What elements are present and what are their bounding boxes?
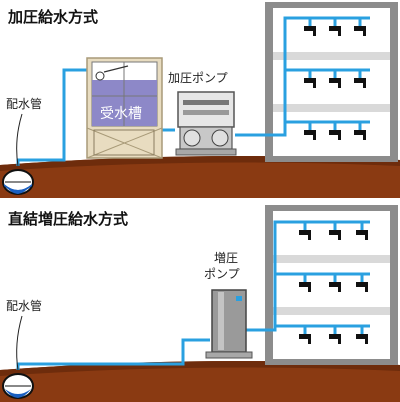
faucet-icon	[354, 78, 366, 88]
faucet-icon	[356, 282, 368, 292]
pressurized-supply-section: 受水槽 加圧ポンプ 配水管 加圧給水方式	[0, 2, 400, 198]
faucet-icon	[354, 130, 366, 140]
water-tank-label: 受水槽	[100, 106, 142, 122]
pressure-pump-icon	[175, 91, 237, 156]
faucet-icon	[356, 230, 368, 240]
water-main-icon	[2, 373, 34, 399]
main-pipe-leader-top	[16, 113, 23, 167]
ground-bottom	[0, 361, 400, 402]
faucet-icon	[356, 334, 368, 344]
faucets-top	[304, 26, 366, 140]
faucet-icon	[329, 130, 341, 140]
booster-pump-label-line2: ポンプ	[204, 267, 240, 281]
faucet-icon	[299, 230, 311, 240]
water-main-icon	[2, 169, 34, 195]
main-pipe-label-bottom: 配水管	[6, 298, 42, 313]
faucet-icon	[304, 130, 316, 140]
booster-pump-label-line1: 増圧	[214, 251, 238, 265]
main-pipe-label-top: 配水管	[6, 96, 42, 111]
ground-top	[0, 156, 400, 198]
section-title-bottom: 直結増圧給水方式	[8, 210, 128, 228]
faucet-icon	[329, 78, 341, 88]
faucet-icon	[299, 282, 311, 292]
main-pipe-leader-bottom	[16, 315, 23, 371]
faucet-icon	[329, 282, 341, 292]
section-title-top: 加圧給水方式	[7, 8, 98, 26]
faucets-bottom	[299, 230, 368, 344]
direct-booster-section: 増圧 ポンプ 配水管 直結増圧給水方式	[0, 205, 400, 402]
water-tank-icon	[86, 57, 163, 159]
faucet-icon	[329, 230, 341, 240]
faucet-icon	[354, 26, 366, 36]
faucet-icon	[299, 334, 311, 344]
faucet-icon	[329, 334, 341, 344]
faucet-icon	[329, 26, 341, 36]
booster-pump-icon	[205, 289, 253, 359]
building-top	[265, 2, 398, 162]
pressure-pump-label: 加圧ポンプ	[168, 71, 228, 85]
faucet-icon	[304, 78, 316, 88]
faucet-icon	[304, 26, 316, 36]
